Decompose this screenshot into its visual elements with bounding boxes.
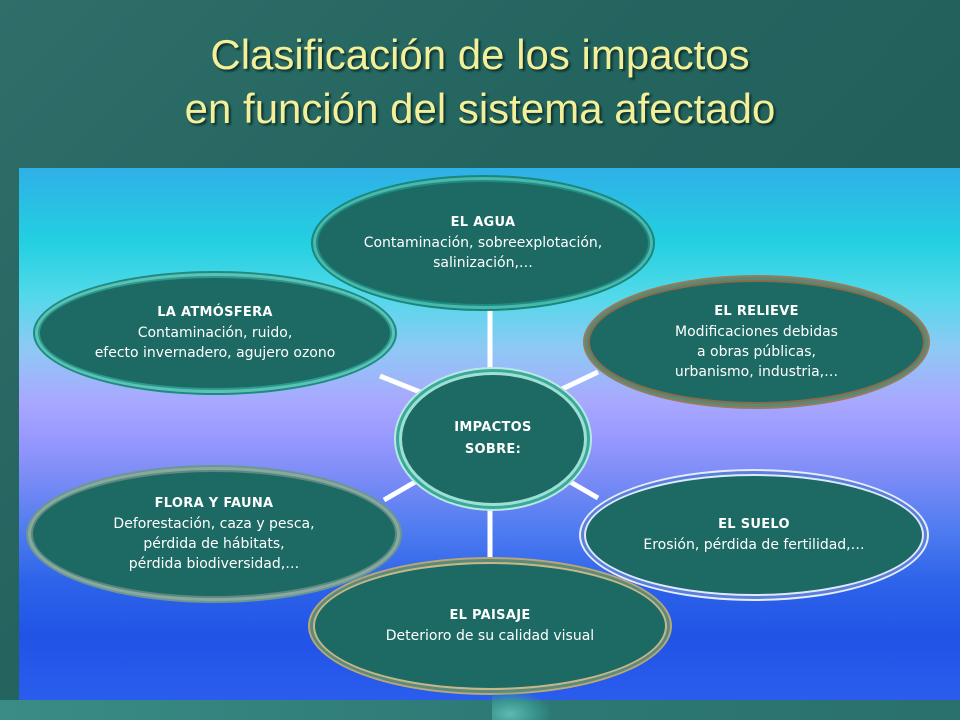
connector-relieve <box>558 369 600 393</box>
node-flora-heading: FLORA Y FAUNA <box>154 496 274 511</box>
node-atmosfera-text: Contaminación, ruido, efecto invernadero… <box>94 325 336 361</box>
node-relieve-text: Modificaciones debidas a obras públicas,… <box>674 324 839 380</box>
slide-title-line-2: en función del sistema afectado <box>184 85 776 132</box>
node-atmosfera: LA ATMÓSFERA Contaminación, ruido, efect… <box>38 276 392 390</box>
node-atmosfera-heading: LA ATMÓSFERA <box>157 305 273 320</box>
node-flora-text: Deforestación, caza y pesca, pérdida de … <box>113 516 315 572</box>
wave-decoration <box>492 690 552 720</box>
node-agua-text: Contaminación, sobreexplotación, saliniz… <box>363 235 603 271</box>
node-relieve: EL RELIEVE Modificaciones debidas a obra… <box>588 280 925 404</box>
node-suelo-heading: EL SUELO <box>718 517 790 532</box>
slide-title-line-1: Clasificación de los impactos <box>210 31 750 78</box>
node-paisaje: EL PAISAJE Deterioro de su calidad visua… <box>313 562 667 690</box>
node-suelo: EL SUELO Erosión, pérdida de fertilidad,… <box>584 474 924 596</box>
node-center-impactos: IMPACTOS SOBRE: <box>399 372 587 506</box>
bottom-strip <box>0 700 960 720</box>
node-paisaje-text: Deterioro de su calidad visual <box>385 628 595 644</box>
node-suelo-text: Erosión, pérdida de fertilidad,… <box>643 537 865 553</box>
slide-title: Clasificación de los impactos en función… <box>0 28 960 136</box>
node-flora-fauna: FLORA Y FAUNA Deforestación, caza y pesc… <box>31 470 397 598</box>
node-paisaje-heading: EL PAISAJE <box>449 608 531 623</box>
center-line-1: IMPACTOS <box>454 420 532 435</box>
node-relieve-heading: EL RELIEVE <box>714 304 799 319</box>
connector-flora <box>382 475 424 503</box>
connector-atmosfera <box>379 373 421 395</box>
center-line-2: SOBRE: <box>464 442 522 457</box>
node-agua: EL AGUA Contaminación, sobreexplotación,… <box>316 180 650 306</box>
node-agua-heading: EL AGUA <box>450 215 516 230</box>
